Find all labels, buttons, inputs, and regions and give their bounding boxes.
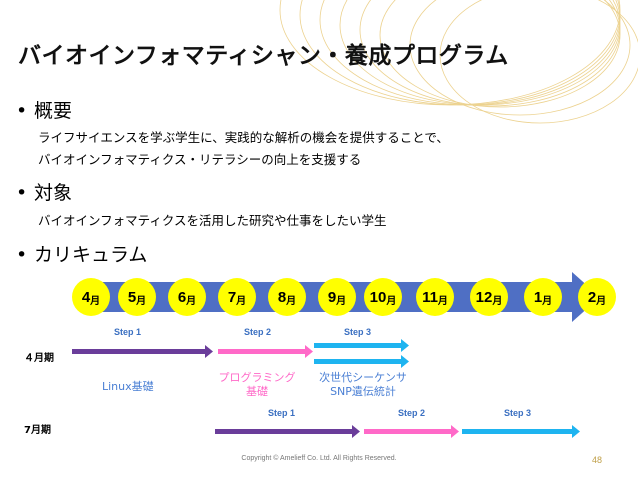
july-term-label: 7月期 <box>24 425 51 436</box>
april-term-label: ４月期 <box>24 353 54 364</box>
july-step1-label: Step 1 <box>268 408 296 418</box>
course-snp: SNP遺伝統計 <box>330 385 396 398</box>
overview-line-1: ライフサイエンスを学ぶ学生に、実践的な解析の機会を提供することで、 <box>38 130 449 145</box>
bullet-dot: • <box>16 100 28 122</box>
section-target: • 対象 <box>16 178 72 205</box>
course-programming-line2: 基礎 <box>246 385 268 398</box>
april-step1-label: Step 1 <box>114 327 142 337</box>
april-step3-label: Step 3 <box>344 327 372 337</box>
april-step2-label: Step 2 <box>244 327 272 337</box>
bullet-dot: • <box>16 182 28 204</box>
copyright-footer: Copyright © Amelieff Co. Ltd. All Rights… <box>241 455 397 462</box>
section-heading: カリキュラム <box>34 244 148 266</box>
april-step2-arrow <box>218 345 313 358</box>
overview-line-2: バイオインフォマティクス・リテラシーの向上を支援する <box>38 152 362 167</box>
section-overview: • 概要 <box>16 96 72 123</box>
target-line-1: バイオインフォマティクスを活用した研究や仕事をしたい学生 <box>38 213 387 228</box>
course-ngs: 次世代シーケンサ <box>319 371 407 384</box>
april-step1-arrow <box>72 345 213 358</box>
july-step2-arrow <box>364 425 459 438</box>
july-step3-arrow <box>462 425 580 438</box>
july-step2-label: Step 2 <box>398 408 426 418</box>
april-step3-arrow-a <box>314 339 409 352</box>
section-heading: 対象 <box>34 182 73 204</box>
section-heading: 概要 <box>34 100 73 122</box>
april-step3-arrow-b <box>314 355 409 368</box>
section-curriculum: • カリキュラム <box>16 240 147 267</box>
course-linux: Linux基礎 <box>102 380 154 393</box>
course-programming-line1: プログラミング <box>218 371 296 384</box>
july-step1-arrow <box>215 425 360 438</box>
july-step3-label: Step 3 <box>504 408 532 418</box>
bullet-dot: • <box>16 244 28 266</box>
page-number: 48 <box>592 455 603 465</box>
slide-title: バイオインフォマティシャン・養成プログラム <box>18 43 509 69</box>
